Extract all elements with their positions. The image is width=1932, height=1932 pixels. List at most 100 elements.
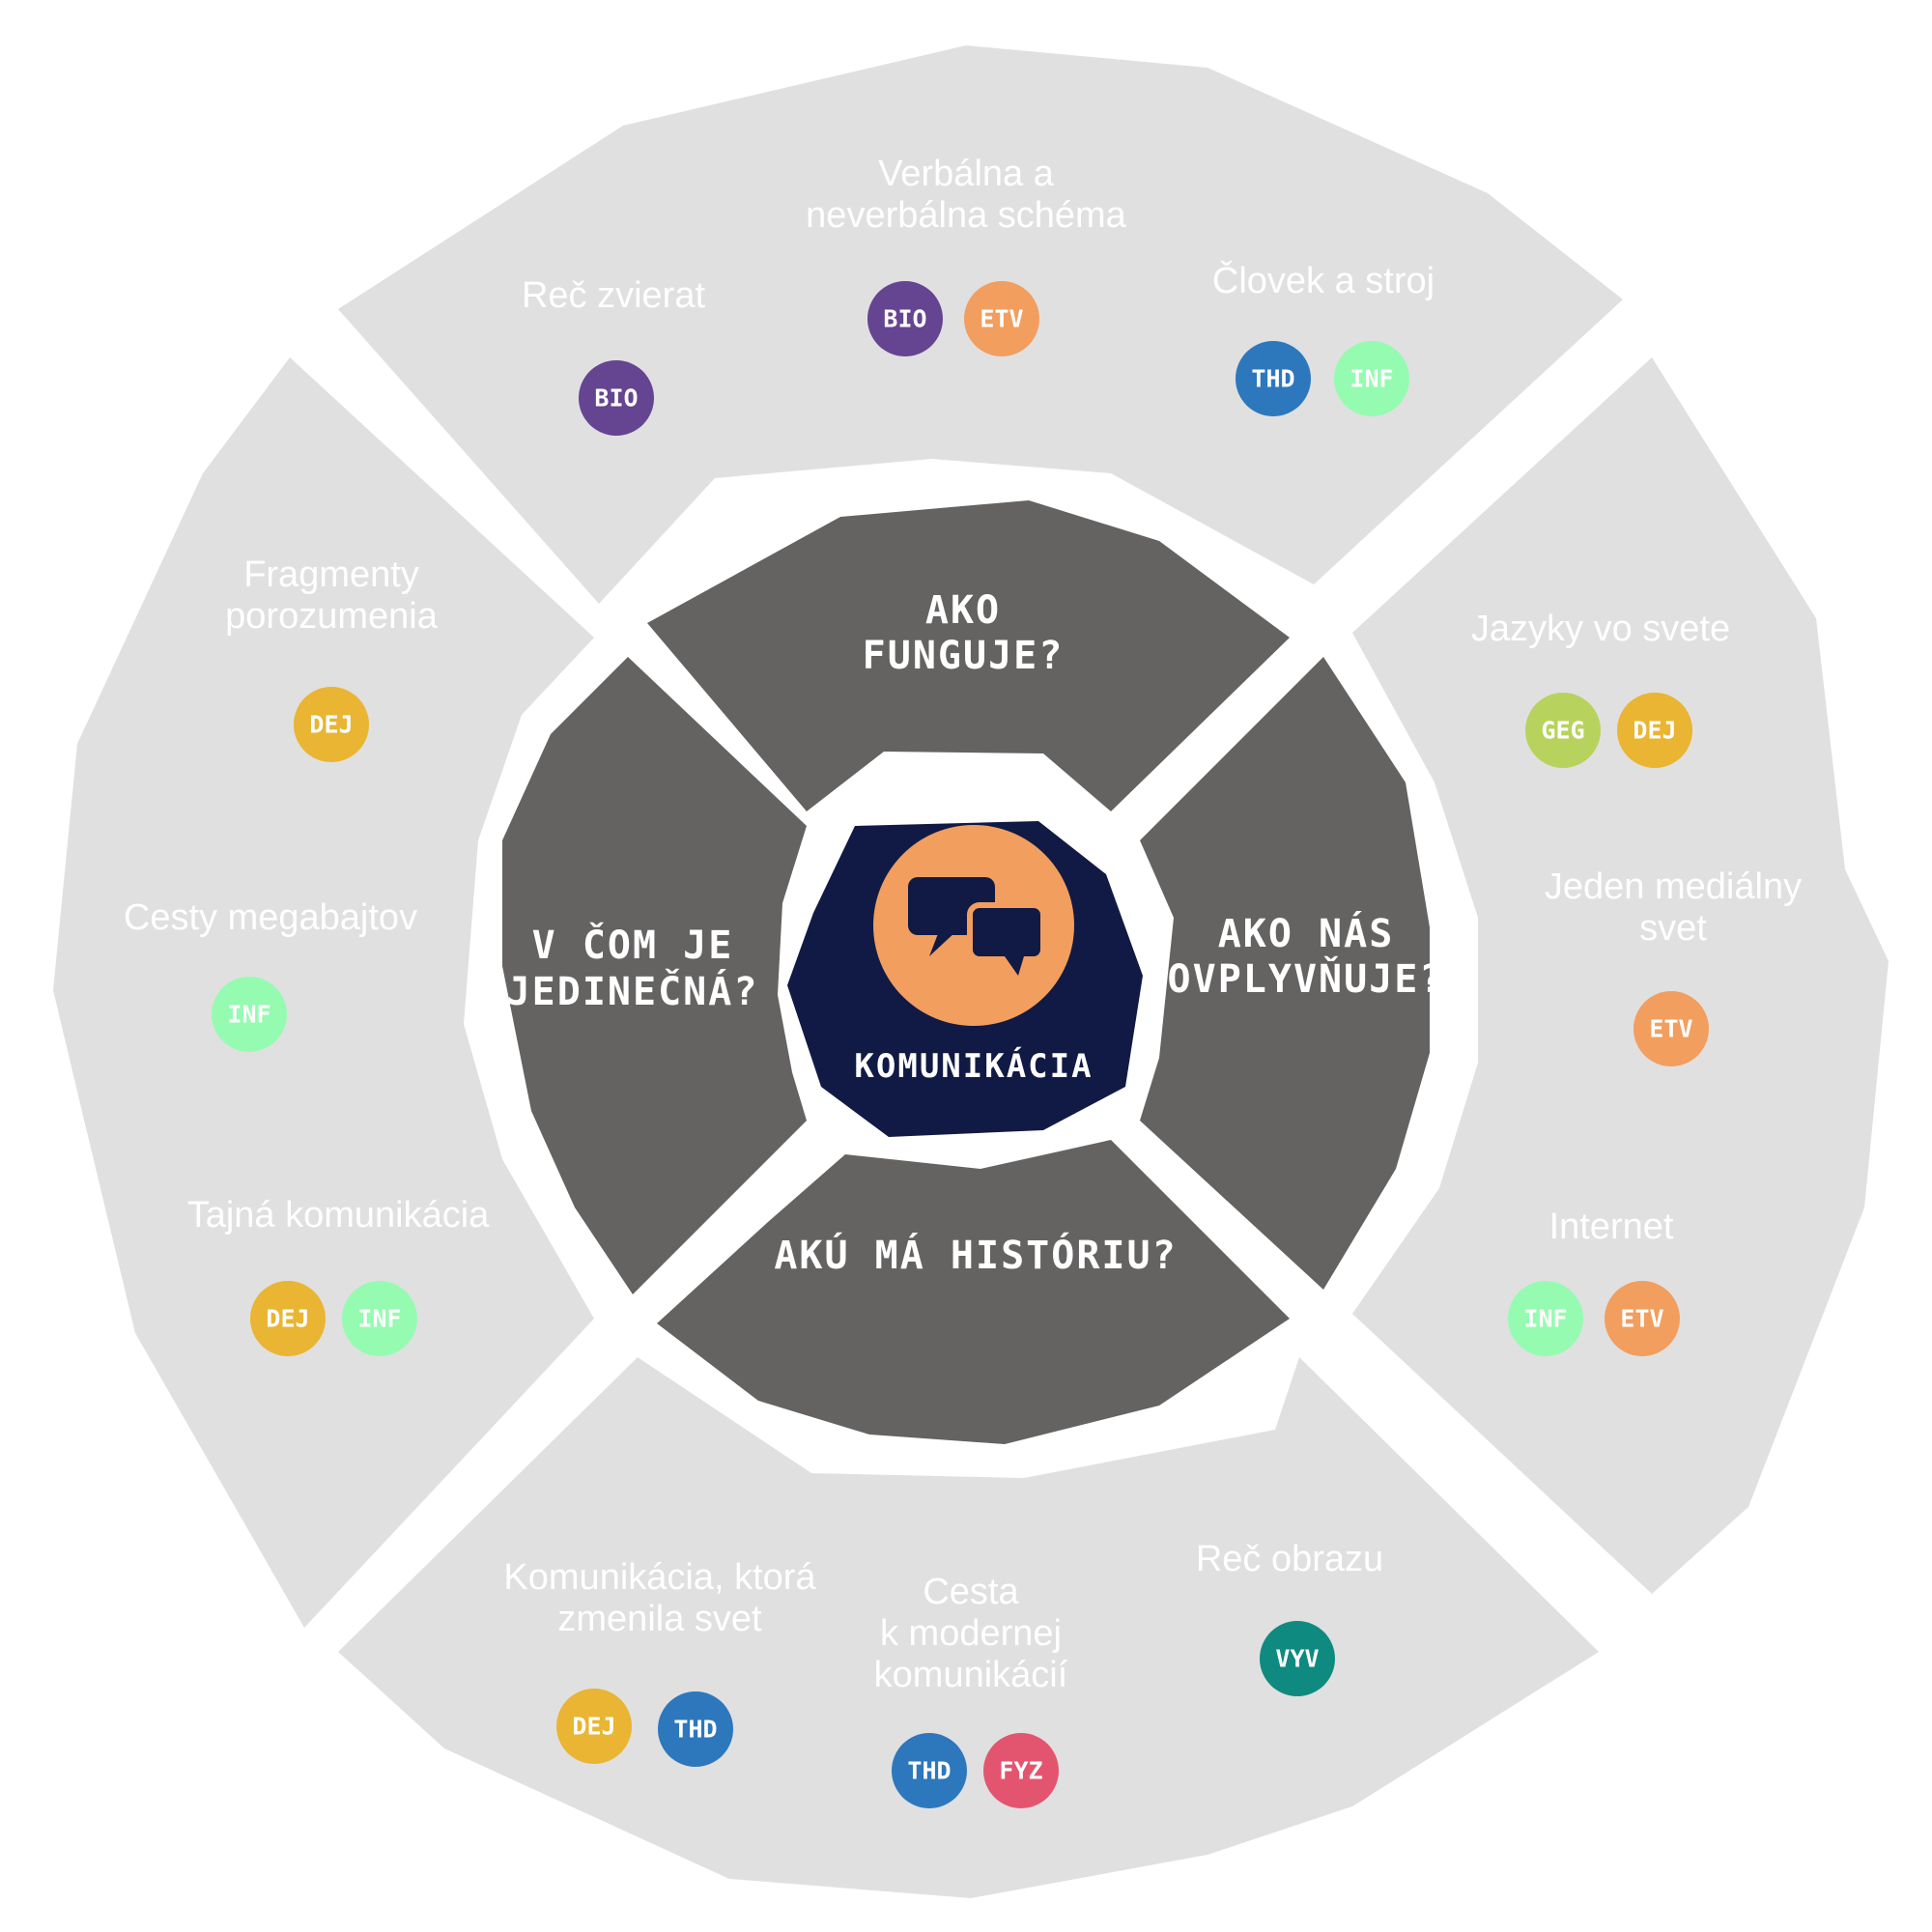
badge-circle (212, 977, 287, 1052)
subject-badge-thd: THD (658, 1691, 733, 1767)
badge-circle (1634, 991, 1709, 1066)
badge-circle (1236, 341, 1311, 416)
center-label: KOMUNIKÁCIA (854, 1046, 1093, 1086)
subject-badge-inf: INF (342, 1281, 417, 1356)
badge-label: GEG (1541, 717, 1584, 745)
badge-circle (867, 281, 943, 356)
badge-label: ETV (1649, 1015, 1692, 1043)
question-bottom-line-1: AKÚ MÁ HISTÓRIU? (774, 1232, 1177, 1278)
outer-panel-bottom (338, 1357, 1599, 1898)
topic-label: Človek a stroj (1212, 259, 1435, 301)
subject-badge-dej: DEJ (250, 1281, 326, 1356)
badge-circle (1260, 1621, 1335, 1696)
badge-label: INF (227, 1001, 270, 1029)
badge-label: ETV (1620, 1305, 1663, 1333)
outer-ring (53, 45, 1889, 1898)
badge-label: BIO (594, 384, 638, 412)
badge-circle (892, 1733, 967, 1808)
badge-circle (1508, 1281, 1583, 1356)
badge-label: THD (907, 1757, 951, 1785)
topic-label: Komunikácia, ktorá (503, 1557, 816, 1598)
question-top: AKO FUNGUJE? (863, 588, 1065, 678)
subject-badge-inf: INF (1334, 341, 1409, 416)
badge-circle (342, 1281, 417, 1356)
badge-label: DEJ (309, 711, 353, 739)
badge-circle (294, 687, 369, 762)
badge-label: THD (673, 1716, 717, 1744)
subject-badge-geg: GEG (1525, 693, 1601, 768)
question-panel-top (647, 500, 1290, 811)
badge-label: DEJ (1633, 717, 1676, 745)
badge-label: INF (1350, 365, 1393, 393)
topic-label: porozumenia (225, 596, 439, 637)
topic-label: Internet (1549, 1207, 1674, 1247)
badge-circle (1525, 693, 1601, 768)
topic-label: Reč obrazu (1196, 1539, 1383, 1579)
badge-label: DEJ (572, 1713, 615, 1741)
subject-badge-vyv: VYV (1260, 1621, 1335, 1696)
badge-label: DEJ (266, 1305, 309, 1333)
badge-label: VYV (1275, 1645, 1319, 1673)
inner-ring (502, 500, 1430, 1444)
question-panel-left (502, 657, 807, 1294)
badge-circle (983, 1733, 1059, 1808)
badge-circle (1334, 341, 1409, 416)
subject-badge-thd: THD (1236, 341, 1311, 416)
subject-badge-dej: DEJ (556, 1689, 632, 1764)
badge-circle (556, 1689, 632, 1764)
topic-label: Verbálna a (878, 154, 1055, 194)
subject-badge-bio: BIO (579, 360, 654, 436)
question-panel-bottom (657, 1140, 1290, 1444)
badge-label: INF (1523, 1305, 1567, 1333)
badge-label: FYZ (999, 1757, 1042, 1785)
topic-label: Jeden mediálny (1545, 867, 1802, 907)
question-top-line-1: AKO (925, 588, 1001, 633)
topic-label: Cesty megabajtov (124, 897, 417, 938)
topic-label: komunikácií (874, 1655, 1068, 1695)
topic-label: Reč zvierat (522, 275, 705, 316)
topic-label: Tajná komunikácia (187, 1195, 490, 1236)
badge-label: BIO (883, 305, 926, 333)
question-right: AKO NÁS OVPLYVŇUJE? (1168, 910, 1445, 1002)
question-right-line-1: AKO NÁS (1218, 910, 1395, 956)
subject-badge-bio: BIO (867, 281, 943, 356)
topic-label: Cesta (923, 1572, 1019, 1612)
question-panel-right (1140, 657, 1430, 1290)
badge-label: INF (357, 1305, 401, 1333)
subject-badge-thd: THD (892, 1733, 967, 1808)
badge-label: THD (1251, 365, 1294, 393)
subject-badge-dej: DEJ (294, 687, 369, 762)
topic-label: zmenila svet (557, 1599, 762, 1639)
subject-badge-etv: ETV (1634, 991, 1709, 1066)
speech-bubbles-icon (908, 877, 1046, 976)
question-left: V ČOM JE JEDINEČNÁ? (507, 922, 759, 1014)
question-right-line-2: OVPLYVŇUJE? (1168, 955, 1445, 1002)
badge-circle (964, 281, 1039, 356)
topic-label: Jazyky vo svete (1471, 609, 1730, 649)
topic-label: neverbálna schéma (806, 195, 1127, 236)
question-left-line-2: JEDINEČNÁ? (507, 968, 759, 1014)
badge-circle (579, 360, 654, 436)
subject-badge-etv: ETV (1605, 1281, 1680, 1356)
topic-label: Fragmenty (243, 554, 419, 595)
subject-badge-inf: INF (212, 977, 287, 1052)
badge-circle (250, 1281, 326, 1356)
subject-badge-dej: DEJ (1617, 693, 1692, 768)
badge-label: ETV (980, 305, 1023, 333)
topic-label: svet (1639, 908, 1707, 949)
badge-circle (1617, 693, 1692, 768)
question-top-line-2: FUNGUJE? (863, 634, 1065, 678)
